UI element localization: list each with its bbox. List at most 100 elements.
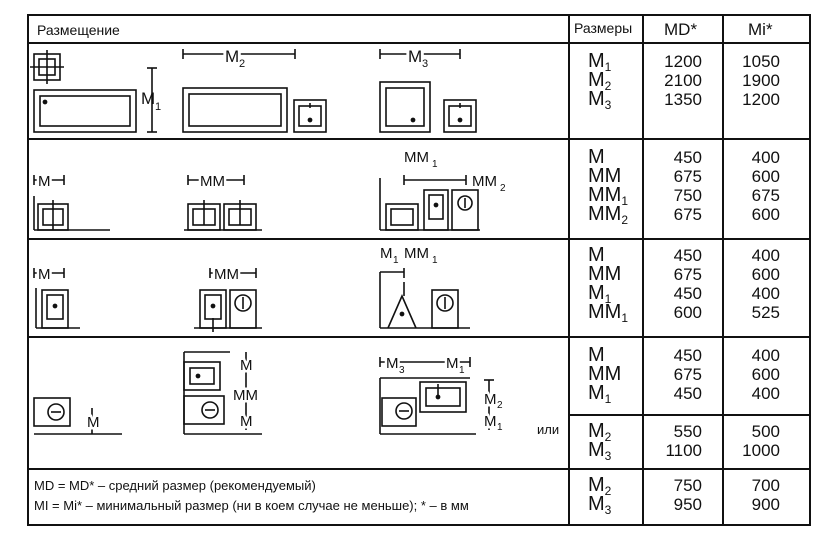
mi-value: 400 (751, 384, 780, 403)
size-label: M (588, 147, 628, 167)
size-label: MM (588, 165, 628, 187)
size-label: MM (588, 264, 628, 284)
header-divider (27, 42, 811, 44)
svg-text:M: M (446, 355, 459, 372)
size-label-main: M (588, 344, 605, 366)
size-label-main: M (588, 244, 605, 266)
svg-text:3: 3 (399, 365, 405, 376)
svg-text:M: M (141, 89, 155, 108)
mi-value: 500 (751, 422, 780, 441)
schematic-row-1: M 1 M 2 M 3 (30, 44, 477, 133)
size-label-subscript: 2 (621, 213, 629, 227)
table-frame (27, 14, 811, 526)
size-label-main: M (588, 50, 605, 72)
mi-value: 600 (751, 205, 780, 224)
md-value: 550 (673, 422, 702, 441)
size-label: M (588, 344, 621, 366)
header-sizes: Размеры (574, 20, 633, 36)
mi-value: 400 (751, 246, 780, 265)
md-value: 450 (673, 246, 702, 265)
size-label: MM (588, 363, 622, 385)
md-value: 675 (673, 167, 702, 186)
mi-value: 900 (751, 495, 780, 514)
svg-text:1: 1 (432, 255, 438, 266)
svg-text:2: 2 (497, 400, 503, 411)
md-value: 450 (673, 384, 702, 403)
header-md: MD* (664, 20, 698, 39)
svg-text:M: M (38, 266, 51, 283)
size-label: MM1 (588, 185, 629, 208)
mi-value: 600 (751, 365, 780, 384)
svg-text:M: M (240, 413, 253, 430)
size-label: M2 (588, 475, 611, 498)
md-value: 750 (673, 476, 702, 495)
svg-text:1: 1 (393, 255, 399, 266)
row-divider-2 (27, 238, 811, 240)
svg-text:M: M (380, 245, 393, 262)
md-value: 600 (673, 303, 702, 322)
size-label-subscript: 1 (604, 392, 612, 406)
svg-text:3: 3 (422, 58, 428, 70)
mi-value: 400 (751, 148, 780, 167)
schematic-row-4: M M MM M M 3 M 1 (33, 351, 503, 435)
col-divider-sizes (642, 14, 644, 526)
md-value: 450 (673, 148, 702, 167)
size-label: M1 (588, 383, 621, 406)
size-label-main: MM (588, 363, 622, 385)
size-label-subscript: 1 (604, 292, 612, 306)
row-divider-5 (27, 468, 811, 470)
md-value: 675 (673, 265, 702, 284)
svg-text:MM: MM (472, 173, 497, 190)
md-value: 450 (673, 346, 702, 365)
size-label-main: M (588, 439, 605, 461)
mi-value: 600 (751, 167, 780, 186)
svg-text:M: M (484, 413, 497, 430)
size-label: MM2 (588, 204, 629, 227)
md-value: 950 (673, 495, 702, 514)
md-value: 1350 (664, 90, 702, 109)
size-label-main: M (588, 88, 605, 110)
size-label-subscript: 3 (604, 98, 612, 112)
svg-text:MM: MM (200, 173, 225, 190)
mi-value: 700 (751, 476, 780, 495)
mi-value: 1200 (742, 90, 780, 109)
note-md: MD = MD* – средний размер (рекомендуемый… (34, 478, 316, 493)
size-label: M1 (588, 283, 628, 306)
row-divider-4 (568, 414, 811, 416)
svg-text:M: M (240, 357, 253, 374)
row-divider-1 (27, 138, 811, 140)
md-value: 675 (673, 365, 702, 384)
mi-value: 600 (751, 265, 780, 284)
size-label: M3 (588, 88, 612, 112)
svg-text:1: 1 (459, 365, 465, 376)
note-mi: MI = Mi* – минимальный размер (ни в коем… (34, 498, 469, 513)
size-label: M (588, 244, 628, 266)
svg-text:2: 2 (500, 183, 506, 194)
svg-text:MM: MM (214, 266, 239, 283)
size-label-subscript: 2 (604, 79, 612, 93)
size-label-subscript: 2 (604, 430, 612, 444)
size-label-main: MM (588, 165, 622, 187)
schematic-row-3: M MM M 1 MM 1 (33, 245, 470, 332)
size-label-main: M (588, 420, 605, 442)
size-label-main: MM (588, 301, 622, 323)
svg-text:M: M (484, 391, 497, 408)
size-label-subscript: 3 (604, 503, 612, 517)
size-label-subscript: 1 (621, 194, 629, 208)
